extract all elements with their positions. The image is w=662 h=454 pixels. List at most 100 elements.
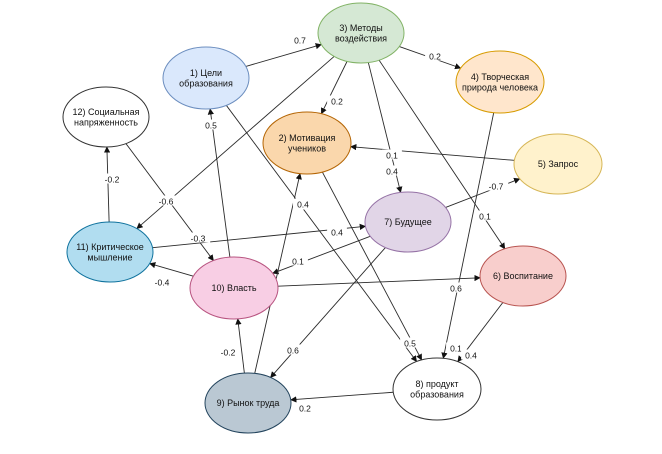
edge-weight-label: -0.2 [99,173,125,185]
node-label-line: воздействия [335,33,387,43]
node-ellipse[interactable] [392,357,482,421]
node-ellipse[interactable] [262,111,352,175]
edge-weight-label-bg [290,34,310,45]
node-label-line: 8) продукт [415,379,458,389]
edge-n5-n2 [350,143,515,161]
node-ellipse[interactable] [455,50,545,114]
edge-weight-label: 0.2 [295,402,315,414]
node-ellipse[interactable] [62,86,150,148]
edge-n9-n10 [235,318,245,374]
edge-n8-n9 [290,391,394,403]
edge-weight-label-bg [461,349,481,360]
edge-weight-label-bg [425,50,445,61]
node-label-line: 5) Запрос [538,159,579,169]
node-label-line: напряженность [74,117,138,127]
node-ellipse[interactable] [479,245,567,307]
edge-weight-text: 0.5 [404,339,416,349]
edge-weight-label-bg [382,165,402,176]
edge-weight-label: 0.1 [288,255,308,267]
node-label-line: 11) Критическое [76,242,144,252]
node-n6[interactable]: 6) Воспитание [479,245,567,307]
node-n10[interactable]: 10) Власть [189,256,279,320]
edge-weight-text: 0.4 [465,351,477,361]
edge-weight-label-bg [400,337,420,348]
edge-n1-n8 [225,105,417,363]
node-label-line: 7) Будущее [384,217,431,227]
node-ellipse[interactable] [66,221,154,283]
edge-weight-label-bg [475,210,495,221]
node-ellipse[interactable] [317,2,405,64]
edge-n3-n2 [320,61,348,115]
edge-weight-label: 0.5 [201,119,221,131]
edge-weight-label-bg [382,149,402,160]
edge-weight-label: -0.6 [153,195,179,207]
edge-weight-text: 0.4 [297,200,309,210]
edge-weight-label: 0.4 [293,198,313,210]
edge-weight-text: 0.5 [205,121,217,131]
edge-n10-n11 [149,262,194,277]
edge-weight-label: 0.6 [283,344,303,356]
edge-weight-label: 0.5 [400,337,420,349]
edge-weight-label: 0.1 [446,342,466,354]
edge-weight-label: -0.2 [215,346,241,358]
edges-layer [103,43,521,403]
edge-weight-label: -0.7 [483,180,509,192]
edge-weight-label-bg [288,255,308,266]
node-ellipse[interactable] [513,133,603,195]
node-n9[interactable]: 9) Рынок труда [204,372,292,434]
node-label-line: 1) Цели [190,68,222,78]
edge-weight-label: -0.3 [185,232,211,244]
edge-weight-label: 0.1 [382,149,402,161]
edge-n7-n9 [270,247,386,378]
edge-weight-label-bg [201,119,221,130]
node-label-line: 10) Власть [211,283,256,293]
node-label-line: 2) Мотивация [279,133,336,143]
edge-weight-label-bg [99,173,125,184]
node-label-line: 3) Методы [339,23,382,33]
edge-weight-text: -0.4 [155,278,170,288]
node-ellipse[interactable] [364,191,452,253]
node-n5[interactable]: 5) Запрос [513,133,603,195]
edge-weight-label: 0.2 [425,50,445,62]
edge-weight-text: -0.2 [221,348,236,358]
edge-weight-text: 0.6 [450,284,462,294]
edge-labels-layer: 0.70.20.20.40.1-0.60.1-0.70.10.60.5-0.40… [99,34,509,414]
edge-weight-label-bg [446,282,466,293]
edge-n11-n12 [103,146,111,223]
edge-weight-text: 0.6 [287,346,299,356]
node-label-line: мышление [87,252,132,262]
node-label-line: образования [410,389,464,399]
edge-weight-text: 0.2 [299,404,311,414]
edge-n4-n8 [441,112,495,359]
node-label-line: 6) Воспитание [493,271,553,281]
edge-weight-text: 0.1 [292,257,304,267]
edge-weight-label-bg [149,276,175,287]
edge-weight-label: 0.1 [475,210,495,222]
edge-weight-text: -0.7 [489,182,504,192]
node-ellipse[interactable] [162,46,250,110]
edge-weight-text: 0.4 [331,228,343,238]
edge-weight-label-bg [483,180,509,191]
edge-weight-text: 0.4 [386,167,398,177]
node-ellipse[interactable] [204,372,292,434]
edge-weight-text: 0.1 [479,212,491,222]
edge-weight-text: 0.7 [294,36,306,46]
node-n7[interactable]: 7) Будущее [364,191,452,253]
edge-n2-n8 [321,171,423,361]
edge-n1-n3 [245,43,322,67]
edge-n10-n6 [277,274,481,287]
node-label-line: 12) Социальная [73,107,140,117]
node-ellipse[interactable] [189,256,279,320]
edge-weight-text: 0.2 [429,52,441,62]
edge-n10-n1 [207,108,231,258]
edge-n9-n2 [254,172,302,374]
